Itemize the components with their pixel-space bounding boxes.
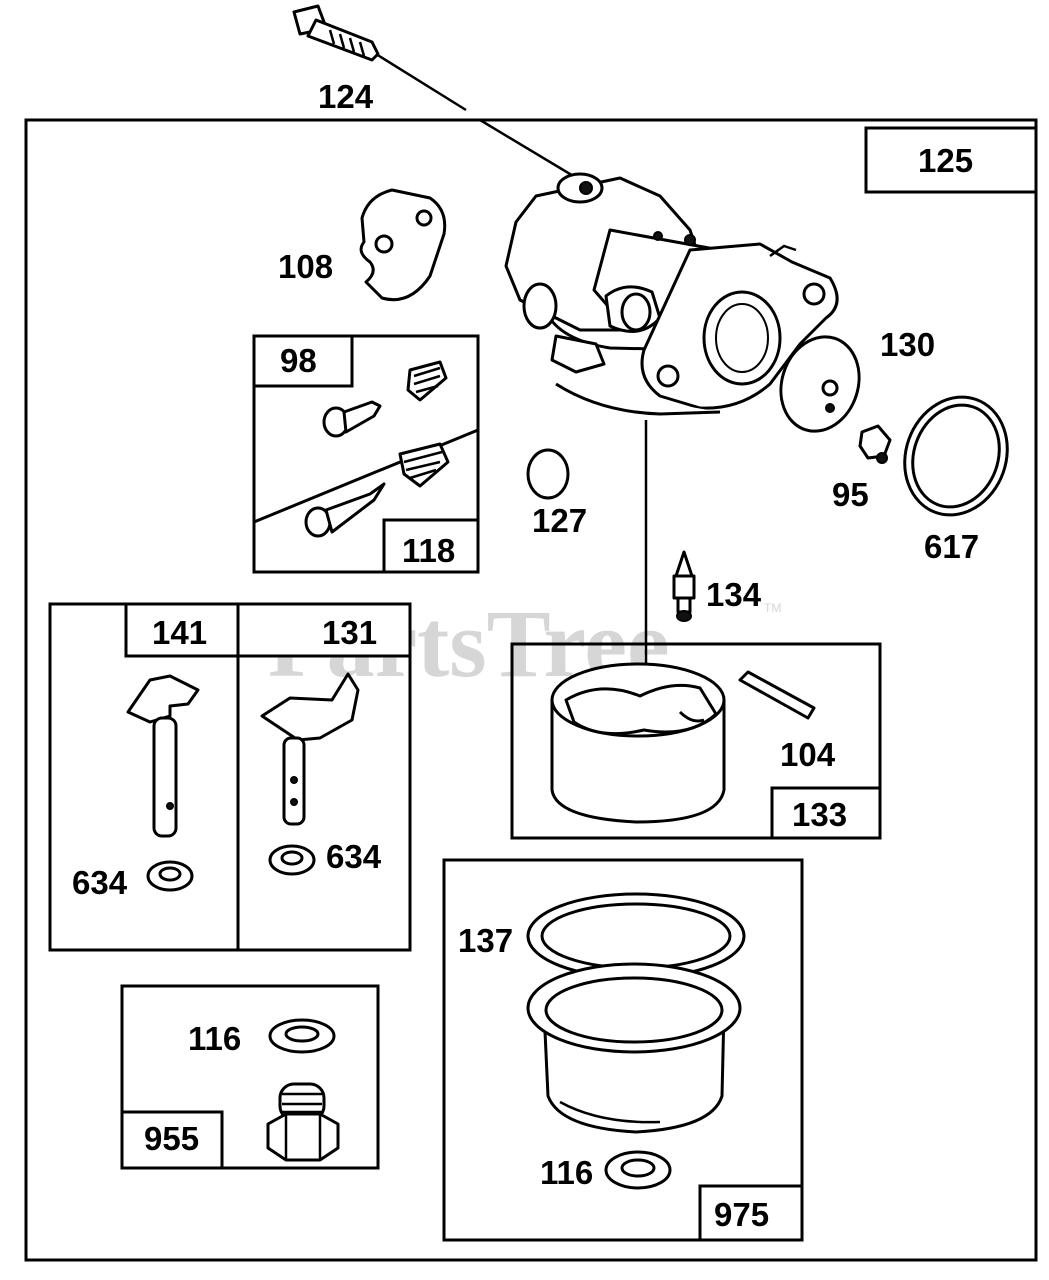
label-98: 98	[280, 342, 317, 379]
plate-108-icon	[359, 188, 447, 302]
kit-98-tag	[252, 334, 354, 388]
carburetor-body-icon	[504, 172, 839, 416]
choke-shaft-141-icon	[126, 674, 200, 838]
label-955: 955	[144, 1120, 199, 1157]
screw-95-icon	[858, 424, 892, 464]
kit-131-tag	[236, 602, 412, 658]
kit-975-tag	[698, 1184, 804, 1242]
label-124: 124	[318, 78, 374, 115]
bowl-975-icon	[526, 962, 742, 1134]
pin-104-icon	[738, 670, 816, 720]
washer-116-upper-icon	[268, 1018, 336, 1054]
label-127: 127	[532, 502, 587, 539]
bowl-screw-955-icon	[266, 1082, 340, 1162]
watermark-trademark: TM	[764, 601, 781, 615]
label-104: 104	[780, 736, 836, 773]
label-617: 617	[924, 528, 979, 565]
label-975: 975	[714, 1196, 769, 1233]
kit-118-tag	[382, 518, 480, 574]
label-133: 133	[792, 796, 847, 833]
label-108: 108	[278, 248, 333, 285]
throttle-shaft-131-icon	[260, 672, 360, 826]
kit-133-frame	[510, 642, 882, 840]
leader-124	[375, 52, 467, 112]
needle-screw-upper-icon	[322, 360, 448, 438]
label-634-right: 634	[326, 838, 382, 875]
label-131: 131	[322, 614, 377, 651]
kit-125-tag	[864, 126, 1038, 194]
disc-130-icon	[779, 335, 861, 433]
label-118: 118	[402, 532, 455, 569]
ring-617-icon	[903, 395, 1009, 517]
plug-127-icon	[526, 448, 570, 500]
kit-955-frame	[120, 984, 380, 1170]
needle-134-icon	[672, 550, 696, 622]
label-130: 130	[880, 326, 935, 363]
kit-98-divider	[253, 428, 479, 524]
gasket-137-icon	[526, 892, 746, 980]
main-kit-frame	[24, 118, 1038, 1262]
label-134: 134	[706, 576, 762, 613]
kit-141-tag	[124, 602, 240, 658]
washer-116-lower-icon	[604, 1150, 672, 1190]
label-137: 137	[458, 922, 513, 959]
label-141: 141	[152, 614, 207, 651]
label-634-left: 634	[72, 864, 128, 901]
float-133-icon	[550, 662, 726, 824]
label-95: 95	[832, 476, 869, 513]
screw-124-icon	[292, 4, 380, 62]
label-116-lower: 116	[540, 1154, 593, 1191]
kit-975-frame	[442, 858, 804, 1242]
label-116-upper: 116	[188, 1020, 241, 1057]
kit-955-tag	[120, 1110, 224, 1170]
needle-screw-lower-icon	[304, 442, 450, 538]
washer-634-right-icon	[268, 844, 316, 876]
kit-133-tag	[770, 786, 882, 840]
washer-634-left-icon	[146, 860, 194, 892]
kit-98-118-frame	[252, 334, 480, 574]
label-125: 125	[918, 142, 973, 179]
